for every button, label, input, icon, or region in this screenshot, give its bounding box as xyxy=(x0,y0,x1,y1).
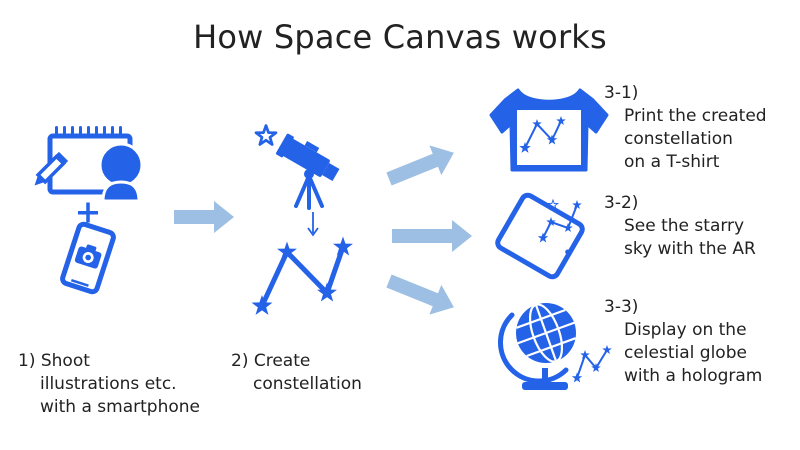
step2-label: 2) Create constellation xyxy=(231,350,362,396)
step1-number: 1) xyxy=(18,351,36,371)
step3-3-label: 3-3) Display on the celestial globe with… xyxy=(604,296,762,388)
step3-3-line-3: with a hologram xyxy=(624,366,763,386)
step2-line-2: constellation xyxy=(253,374,362,394)
down-arrow-icon xyxy=(307,212,319,237)
globe-icon xyxy=(497,303,612,390)
step3-1-line-2: constellation xyxy=(624,129,733,149)
tshirt-icon xyxy=(489,88,609,172)
step3-1-number: 3-1) xyxy=(604,83,639,103)
step2-line-1: Create xyxy=(253,351,311,371)
arrow-step1-to-step2 xyxy=(174,201,234,233)
arrow-step2-to-ar-phone xyxy=(392,220,472,252)
step1-line-3: with a smartphone xyxy=(40,397,200,417)
star-outline-icon xyxy=(254,124,278,146)
arrow-step2-to-globe xyxy=(386,274,454,315)
ar-phone-icon xyxy=(495,192,585,280)
step3-3-line-2: celestial globe xyxy=(624,343,747,363)
step1-line-2: illustrations etc. xyxy=(40,374,177,394)
step3-2-line-1: See the starry xyxy=(624,216,745,236)
smartphone-camera-icon xyxy=(60,221,116,295)
step3-3-number: 3-3) xyxy=(604,297,639,317)
step2-number: 2) xyxy=(231,351,249,371)
person-icon xyxy=(98,142,144,203)
step3-1-label: 3-1) Print the created constellation on … xyxy=(604,82,767,174)
step3-3-line-1: Display on the xyxy=(624,320,747,340)
arrow-step2-to-tshirt xyxy=(386,145,454,186)
step1-label: 1) Shoot illustrations etc. with a smart… xyxy=(18,350,200,419)
plus-icon xyxy=(78,202,98,223)
constellation-icon xyxy=(251,236,353,315)
step3-1-line-3: on a T-shirt xyxy=(624,152,720,172)
page-title: How Space Canvas works xyxy=(193,18,607,56)
step3-2-number: 3-2) xyxy=(604,193,639,213)
step3-2-label: 3-2) See the starry sky with the AR xyxy=(604,192,756,261)
step3-2-line-2: sky with the AR xyxy=(624,239,756,259)
step1-line-1: Shoot xyxy=(40,351,90,371)
telescope-icon xyxy=(275,133,340,210)
step3-1-line-1: Print the created xyxy=(624,106,767,126)
